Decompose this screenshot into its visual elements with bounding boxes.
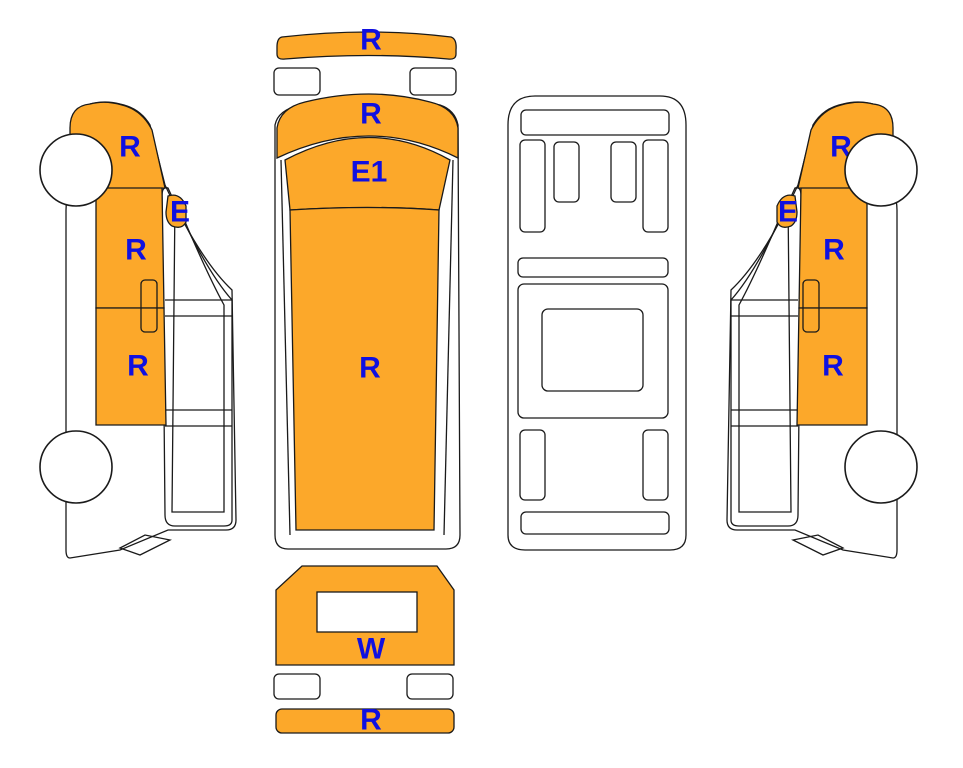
left-front-fender-code: R	[119, 131, 141, 164]
left-headlight	[273, 67, 321, 96]
underbody-mid-crossmember	[517, 257, 669, 278]
right-side-view: R R R E	[726, 101, 918, 559]
right-side-lower-code: R	[822, 350, 844, 383]
underbody-right-rail-rear	[642, 429, 669, 501]
windshield-code: E1	[351, 156, 388, 189]
underbody-front-crossmember	[520, 109, 670, 136]
left-rear-wheel	[39, 430, 113, 504]
front-bumper-panel[interactable]	[276, 31, 457, 60]
right-taillight	[406, 673, 454, 700]
hood-panel[interactable]	[276, 93, 459, 160]
underbody-right-rail-front	[642, 139, 669, 233]
right-side-lower-panel[interactable]	[796, 307, 868, 426]
roof-code: R	[359, 352, 381, 385]
left-side-upper-code: R	[125, 234, 147, 267]
right-front-fender-code: R	[830, 131, 852, 164]
top-view: R R E1 R	[273, 24, 461, 550]
right-door-handle	[802, 279, 820, 333]
hood-code: R	[360, 98, 382, 131]
rear-view: W R	[273, 565, 455, 737]
rear-door-glass-code: W	[357, 633, 386, 666]
underbody-view	[507, 95, 687, 551]
left-mirror-panel[interactable]	[165, 194, 187, 228]
rear-bumper-panel[interactable]	[275, 708, 455, 734]
left-side-sill	[118, 534, 172, 556]
left-side-lower-code: R	[127, 350, 149, 383]
right-front-wheel	[844, 133, 918, 207]
left-taillight	[273, 673, 321, 700]
underbody-rear-crossmember	[520, 511, 670, 535]
right-mirror-code: E	[778, 196, 798, 229]
right-side-upper-code: R	[823, 234, 845, 267]
right-rear-wheel	[844, 430, 918, 504]
underbody-left-rail-front	[519, 139, 546, 233]
left-front-wheel	[39, 133, 113, 207]
left-mirror-code: E	[170, 196, 190, 229]
left-side-view: R R R E	[39, 101, 237, 559]
front-bumper-code: R	[360, 24, 382, 57]
rear-bumper-code: R	[360, 704, 382, 737]
underbody-left-rail-inner	[553, 141, 580, 203]
right-headlight	[409, 67, 457, 96]
left-door-handle	[140, 279, 158, 333]
underbody-right-rail-inner	[610, 141, 637, 203]
roof-panel[interactable]	[289, 206, 440, 531]
left-rail	[280, 159, 291, 536]
underbody-fuel-tank	[541, 308, 644, 392]
underbody-left-rail-rear	[519, 429, 546, 501]
right-mirror-panel[interactable]	[776, 194, 798, 228]
right-side-sill	[791, 534, 845, 556]
rear-door-glass[interactable]	[316, 591, 418, 633]
right-rail	[443, 159, 454, 536]
